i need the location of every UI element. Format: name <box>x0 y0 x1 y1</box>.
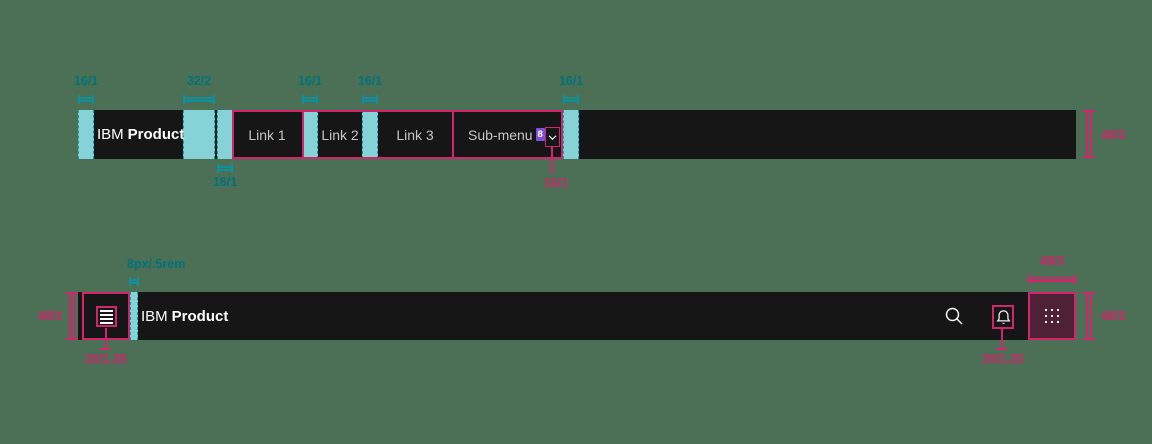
measure-bracket <box>563 95 579 104</box>
spacing-highlight-left-pad <box>78 110 94 159</box>
measure-label-left-pad: 16/1 <box>73 74 99 88</box>
measure-stem-chevron <box>551 147 553 174</box>
nav-link-3[interactable]: Link 3 <box>396 126 434 143</box>
measure-label-brand-gap: 32/2 <box>186 74 212 88</box>
nav-outline-divider <box>452 112 454 157</box>
measure-label-switcher-height: 48/3 <box>1101 309 1126 323</box>
measure-label-bell-icon: 20/1.25 <box>982 352 1024 366</box>
spacing-highlight-nav-pad <box>217 110 233 159</box>
chevron-down-icon[interactable] <box>545 127 560 147</box>
measure-label-chevron: 16/1 <box>543 176 569 190</box>
measure-stem-cap <box>996 348 1007 350</box>
brand-prefix: IBM <box>97 126 124 143</box>
header-brand-link[interactable]: IBM Product <box>141 292 228 340</box>
measure-label-below-gap: 16/1 <box>212 175 238 189</box>
spacing-highlight-icon-gap <box>130 292 138 340</box>
search-button[interactable] <box>942 304 966 328</box>
app-switcher-button[interactable] <box>1028 292 1076 340</box>
submenu-label: Sub-menu <box>468 126 533 143</box>
measure-bracket <box>362 95 378 104</box>
app-switcher-grid-icon <box>1044 308 1060 324</box>
measure-bracket <box>183 95 215 104</box>
measure-beam-top-bar-height <box>1083 110 1095 158</box>
header-bar-bottom: IBM Product <box>78 292 1076 340</box>
hamburger-lines <box>100 309 113 324</box>
measure-label-menu-icon: 20/1.25 <box>85 352 127 366</box>
measure-beam-switcher-height <box>1083 292 1095 340</box>
search-icon <box>945 307 963 325</box>
measure-label-switcher-width: 48/3 <box>1039 254 1065 268</box>
measure-stem-cap <box>100 348 111 350</box>
nav-links-outline <box>232 110 563 159</box>
measure-bracket-switcher <box>1028 275 1076 284</box>
measure-stem-bell-icon <box>1001 329 1003 349</box>
measure-label-bottom-bar-height: 48/3 <box>37 309 62 323</box>
measure-label-top-bar-height: 48/3 <box>1101 128 1126 142</box>
measure-label-icon-gap: 8px/.5rem <box>127 257 186 271</box>
notification-count-badge: 8 <box>535 128 545 141</box>
measure-label-link-gap-1: 16/1 <box>297 74 323 88</box>
brand-product-name: Product <box>127 126 185 143</box>
spacing-highlight-right-pad <box>563 110 579 159</box>
measure-stem-menu-icon <box>105 328 107 349</box>
measure-label-right-pad: 16/1 <box>558 74 584 88</box>
measure-label-link-gap-2: 16/1 <box>357 74 383 88</box>
spacing-highlight-link-gap-2 <box>362 110 378 159</box>
spacing-highlight-brand-gap <box>183 110 215 159</box>
bell-icon <box>995 309 1011 324</box>
measure-bracket <box>302 95 318 104</box>
nav-outline-divider <box>302 112 304 157</box>
hamburger-menu-icon[interactable] <box>96 306 117 327</box>
notifications-button[interactable] <box>992 305 1014 329</box>
nav-link-1[interactable]: Link 1 <box>248 126 286 143</box>
measure-bracket-small <box>129 277 139 286</box>
brand-prefix: IBM <box>141 307 168 325</box>
nav-link-2[interactable]: Link 2 <box>321 126 359 143</box>
nav-submenu[interactable]: Sub-menu 8 <box>468 110 545 159</box>
header-brand-link[interactable]: IBM Product <box>97 110 184 159</box>
measure-bracket <box>78 95 94 104</box>
brand-product-name: Product <box>171 307 229 325</box>
header-bar-top: IBM Product Link 1 Link 2 Link 3 Sub-men… <box>78 110 1076 159</box>
measure-bracket <box>217 164 233 173</box>
measure-beam-bottom-bar-height <box>66 292 78 340</box>
